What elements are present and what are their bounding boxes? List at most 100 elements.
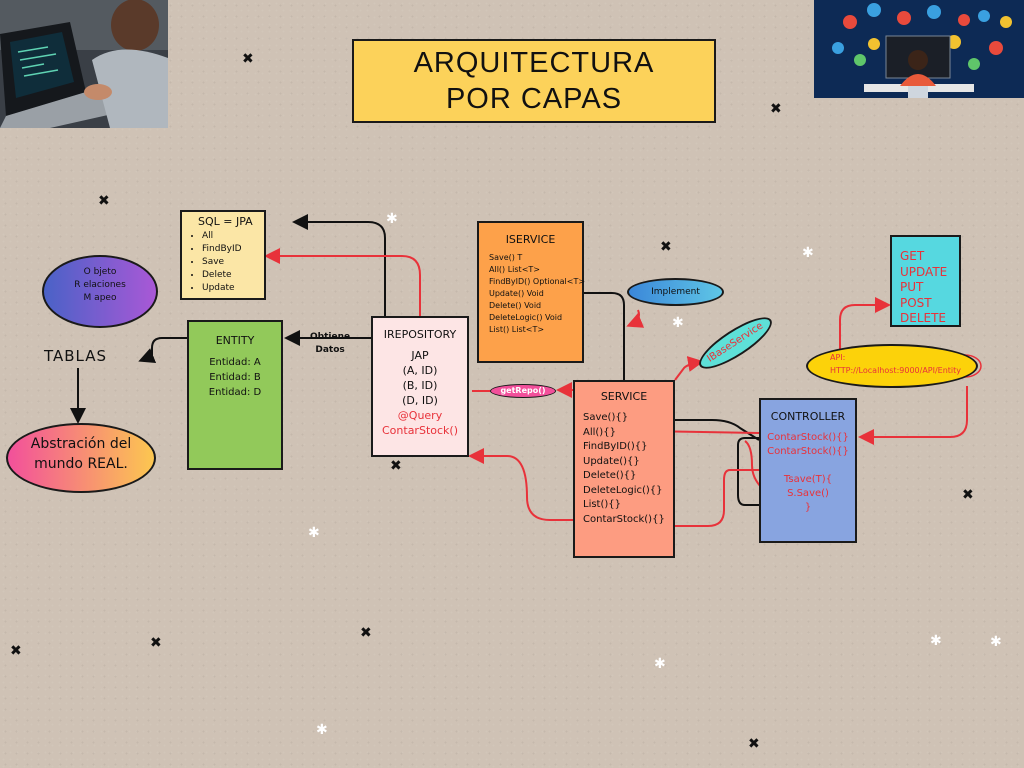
arrow-controller-service-save xyxy=(621,412,760,441)
star-icon: ✱ xyxy=(308,525,320,541)
service-row: Delete(){} xyxy=(583,470,637,481)
obtiene-line: Datos xyxy=(315,345,345,355)
star-icon: ✖ xyxy=(748,736,760,752)
star-icon: ✖ xyxy=(98,193,110,209)
tablas-label: TABLAS xyxy=(44,347,108,365)
service-row: All(){} xyxy=(583,426,616,438)
developer-photo xyxy=(0,0,168,128)
irepository-row: (D, ID) xyxy=(402,394,438,407)
service-box: SERVICE Save(){} All(){} FindByID(){} Up… xyxy=(573,380,675,558)
irepository-count: ContarStock() xyxy=(382,424,458,437)
iservice-box: ISERVICE Save() T All() List<T> FindByID… xyxy=(477,221,586,363)
irepository-row: JAP xyxy=(411,349,429,362)
arrow-irepo-to-sql-red xyxy=(264,248,421,316)
arrow-controller-contar xyxy=(651,469,759,534)
star-icon: ✱ xyxy=(672,315,684,331)
star-icon: ✱ xyxy=(990,634,1002,650)
entity-row: Entidad: D xyxy=(208,387,262,398)
star-icon: ✖ xyxy=(150,635,162,651)
irepository-row: (B, ID) xyxy=(402,379,438,392)
orm-line: M apeo xyxy=(83,293,117,303)
service-row: Update(){} xyxy=(583,455,640,467)
getrepo-oval: getRepo() xyxy=(490,384,556,398)
service-row: Save(){} xyxy=(583,412,629,423)
iservice-row: Update() Void xyxy=(489,289,544,298)
controller-row: ContarStock(){} xyxy=(767,446,849,457)
api-url: HTTP://Localhost:9000/API/Entity xyxy=(830,366,962,375)
api-label: API: xyxy=(830,353,846,362)
orm-line: O bjeto xyxy=(83,267,117,277)
entity-heading: ENTITY xyxy=(215,334,255,347)
star-icon: ✖ xyxy=(390,458,402,474)
api-oval: API: HTTP://Localhost:9000/API/Entity xyxy=(806,344,978,388)
iservice-row: FindByID() Optional<T> xyxy=(489,277,586,286)
star-icon: ✖ xyxy=(10,643,22,659)
arrow-irepo-to-sql xyxy=(292,214,386,316)
star-icon: ✱ xyxy=(930,633,942,649)
arrow-service-to-irepo xyxy=(468,448,573,521)
controller-close: } xyxy=(804,502,812,513)
sql-jpa-box: SQL = JPA All FindByID Save Delete Updat… xyxy=(180,210,266,300)
controller-box: CONTROLLER ContarStock(){} ContarStock()… xyxy=(759,398,857,543)
orm-oval: O bjeto R elaciones M apeo xyxy=(42,255,158,328)
star-icon: ✖ xyxy=(360,625,372,641)
arrow-controller-loop xyxy=(737,437,759,506)
iservice-row: Save() T xyxy=(489,253,523,262)
service-row: DeleteLogic(){} xyxy=(583,484,663,496)
line-iservice-to-service xyxy=(584,292,625,380)
sql-item: All xyxy=(202,230,258,243)
entity-row: Entidad: A xyxy=(209,357,261,368)
programming-languages-image xyxy=(814,0,1024,98)
controller-row: ContarStock(){} xyxy=(767,432,849,443)
http-method: POST xyxy=(900,295,932,310)
abstraccion-line: mundo REAL. xyxy=(34,456,128,472)
controller-tsave: Tsave(T){ xyxy=(783,474,833,485)
star-icon: ✖ xyxy=(660,239,672,255)
controller-ssave: S.Save() xyxy=(787,488,829,499)
arrow-api-to-controller xyxy=(858,386,968,445)
iservice-heading: ISERVICE xyxy=(505,233,556,246)
page-title: ARQUITECTURA POR CAPAS xyxy=(352,39,716,123)
entity-row: Entidad: B xyxy=(209,372,261,383)
star-icon: ✱ xyxy=(316,722,328,738)
iservice-row: Delete() Void xyxy=(489,301,542,310)
service-heading: SERVICE xyxy=(600,390,648,403)
obtiene-line: Obtiene xyxy=(310,332,351,342)
abstraccion-line: Abstración del xyxy=(30,436,132,452)
http-method: PUT xyxy=(900,280,924,294)
controller-heading: CONTROLLER xyxy=(770,410,846,423)
sql-item: Delete xyxy=(202,269,258,282)
arrow-api-to-http xyxy=(839,297,891,354)
orm-line: R elaciones xyxy=(74,280,126,290)
star-icon: ✖ xyxy=(962,487,974,503)
http-method: GET xyxy=(900,249,925,263)
entity-box: ENTITY Entidad: A Entidad: B Entidad: D xyxy=(187,320,283,470)
service-row: List(){} xyxy=(583,499,622,510)
star-icon: ✖ xyxy=(242,51,254,67)
iservice-row: List() List<T> xyxy=(489,325,545,334)
arrow-service-ibase xyxy=(674,356,704,381)
arrow-controller-to-service-low xyxy=(744,440,763,489)
star-icon: ✱ xyxy=(802,245,814,261)
arrow-implement xyxy=(626,309,645,328)
obtiene-datos-label: Obtiene Datos xyxy=(310,331,350,357)
sql-item: Update xyxy=(202,282,258,295)
abstraccion-oval: Abstración del mundo REAL. xyxy=(6,423,156,493)
service-row: FindByID(){} xyxy=(583,441,648,452)
star-icon: ✱ xyxy=(386,211,398,227)
sql-item: FindByID xyxy=(202,243,258,256)
irepository-query: @Query xyxy=(397,409,443,422)
star-icon: ✖ xyxy=(770,101,782,117)
iservice-row: All() List<T> xyxy=(489,265,540,274)
irepository-heading: IREPOSITORY xyxy=(383,328,457,341)
http-method: DELETE xyxy=(900,311,947,325)
http-method: UPDATE xyxy=(900,264,948,279)
irepository-box: IREPOSITORY JAP (A, ID) (B, ID) (D, ID) … xyxy=(371,316,469,457)
implement-oval: Implement xyxy=(627,278,724,306)
iservice-row: DeleteLogic() Void xyxy=(489,313,563,322)
service-row: ContarStock(){} xyxy=(583,513,665,525)
http-methods-box: GET UPDATE PUT POST DELETE xyxy=(890,235,961,327)
arrow-entity-to-tablas xyxy=(138,337,187,363)
star-icon: ✱ xyxy=(654,656,666,672)
sql-item: Save xyxy=(202,256,258,269)
